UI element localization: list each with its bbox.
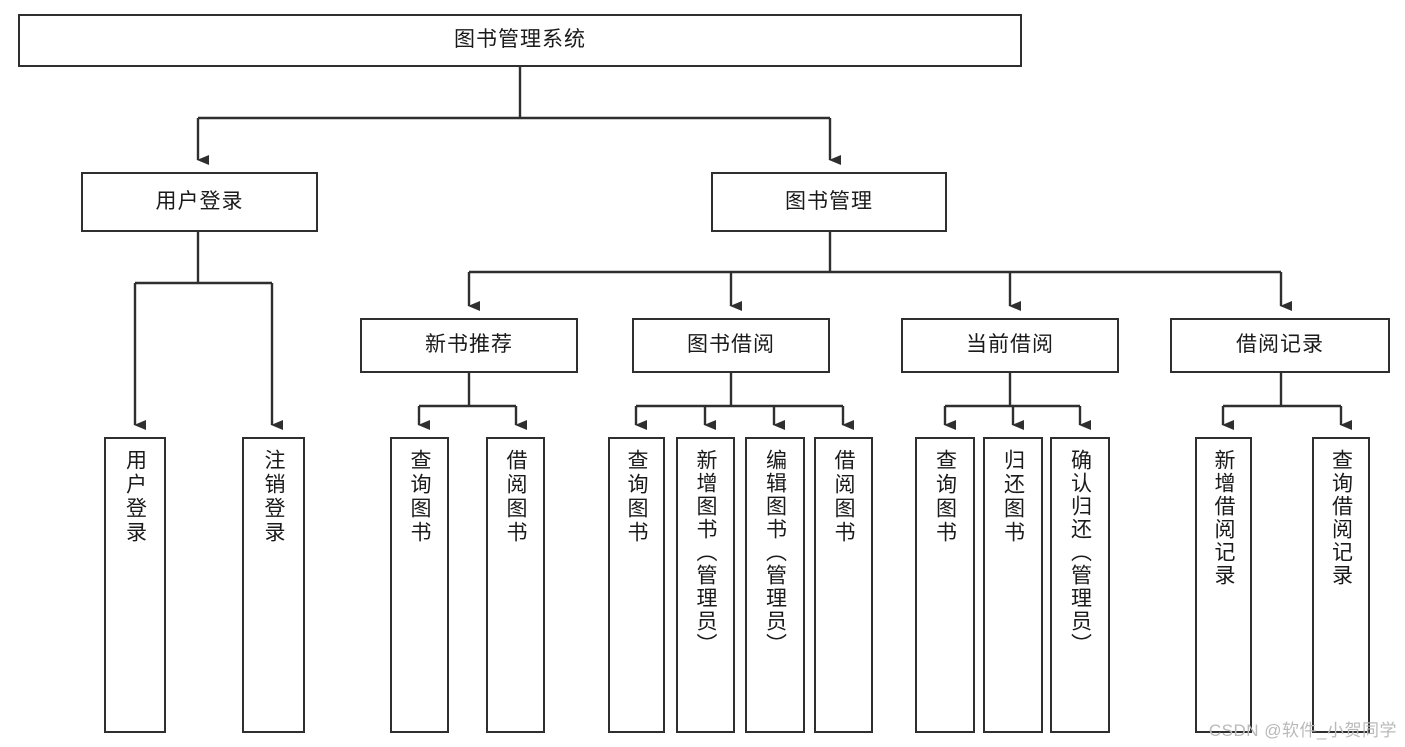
- leaf-query-book-recommend[interactable]: 查询图书: [390, 437, 449, 733]
- node-label: 查询图书: [408, 449, 431, 545]
- node-label: 归还图书: [1001, 449, 1025, 545]
- leaf-query-book-borrow[interactable]: 查询图书: [608, 437, 665, 733]
- node-borrow-record[interactable]: 借阅记录: [1170, 318, 1390, 373]
- leaf-add-book-admin[interactable]: 新增图书（管理员）: [676, 437, 735, 733]
- leaf-borrow-book[interactable]: 借阅图书: [814, 437, 873, 733]
- node-label: 新书推荐: [425, 333, 513, 357]
- node-label: 当前借阅: [966, 333, 1054, 357]
- node-label: 新增图书（管理员）: [694, 449, 717, 656]
- node-new-book-recommend[interactable]: 新书推荐: [360, 318, 578, 373]
- node-user-login[interactable]: 用户登录: [81, 172, 318, 232]
- leaf-query-borrow-record[interactable]: 查询借阅记录: [1312, 437, 1370, 733]
- node-label: 用户登录: [155, 189, 244, 213]
- node-label: 新增借阅记录: [1212, 449, 1235, 587]
- node-label: 借阅记录: [1236, 333, 1324, 357]
- leaf-confirm-return-admin[interactable]: 确认归还（管理员）: [1050, 437, 1110, 733]
- leaf-return-book[interactable]: 归还图书: [983, 437, 1043, 733]
- node-label: 图书管理: [785, 189, 873, 213]
- node-label: 用户登录: [123, 449, 147, 545]
- node-current-borrow[interactable]: 当前借阅: [901, 318, 1119, 373]
- leaf-user-login[interactable]: 用户登录: [104, 437, 166, 733]
- leaf-logout-login[interactable]: 注销登录: [242, 437, 305, 733]
- node-label: 查询图书: [625, 449, 648, 545]
- leaf-borrow-book-recommend[interactable]: 借阅图书: [486, 437, 545, 733]
- node-label: 借阅图书: [504, 449, 527, 545]
- leaf-query-book-current[interactable]: 查询图书: [915, 437, 975, 733]
- node-label: 图书管理系统: [454, 28, 586, 52]
- node-label: 查询借阅记录: [1329, 449, 1353, 587]
- watermark: CSDN @软件_小贺同学: [1208, 721, 1397, 740]
- node-root-book-management-system[interactable]: 图书管理系统: [18, 14, 1022, 67]
- node-label: 注销登录: [262, 449, 285, 545]
- node-label: 查询图书: [933, 449, 957, 545]
- node-book-management[interactable]: 图书管理: [711, 172, 947, 232]
- node-label: 图书借阅: [687, 333, 775, 357]
- node-book-borrow[interactable]: 图书借阅: [632, 318, 830, 373]
- node-label: 编辑图书（管理员）: [763, 449, 787, 656]
- leaf-add-borrow-record[interactable]: 新增借阅记录: [1195, 437, 1252, 733]
- node-label: 借阅图书: [832, 449, 855, 545]
- node-label: 确认归还（管理员）: [1068, 449, 1092, 656]
- leaf-edit-book-admin[interactable]: 编辑图书（管理员）: [745, 437, 805, 733]
